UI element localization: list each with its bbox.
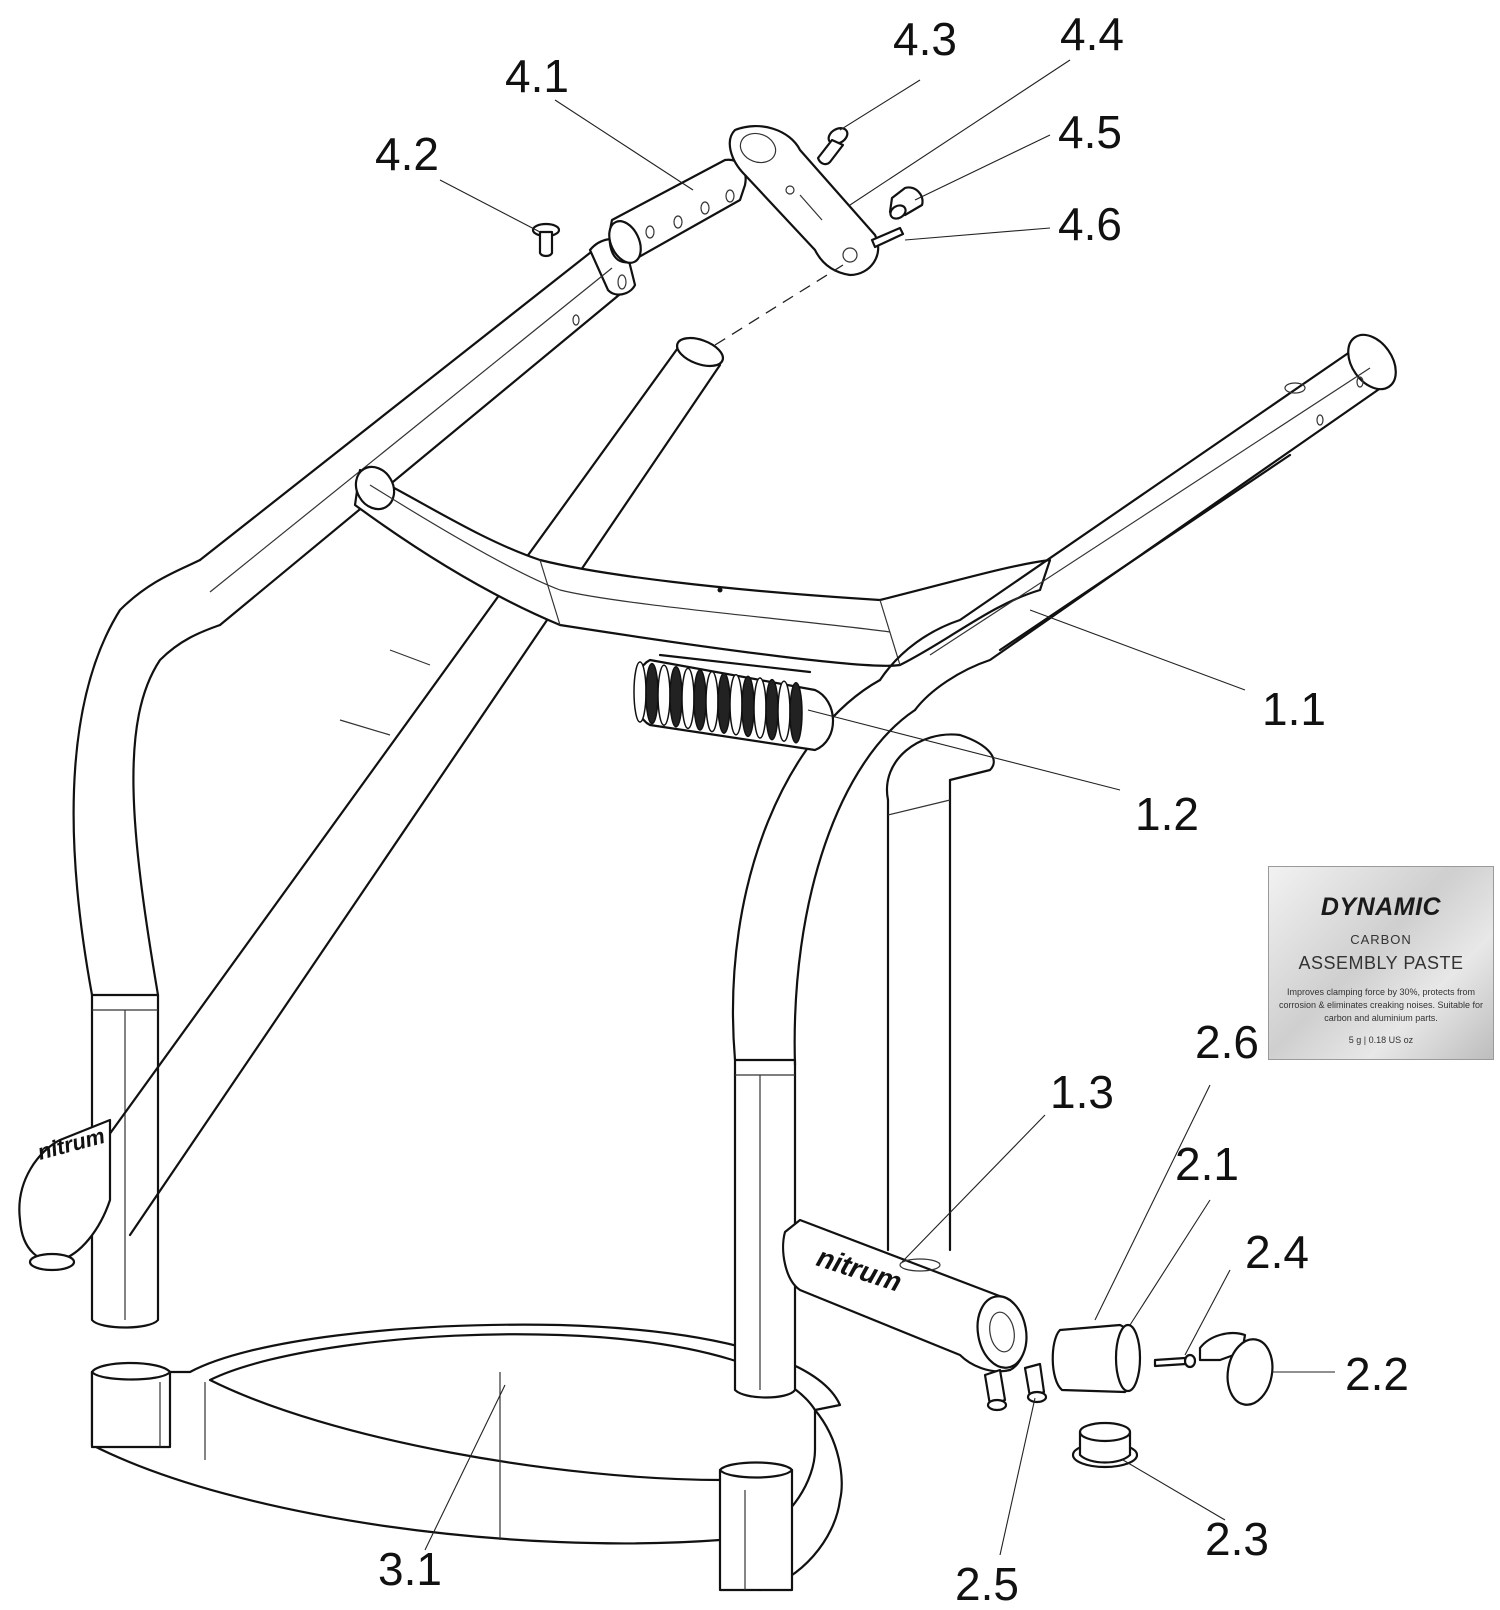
armpad-rib	[753, 677, 767, 739]
right-extension-bar	[878, 333, 1397, 712]
armpad-rib	[765, 678, 779, 741]
part-label-1-3: 1.3	[1050, 1066, 1114, 1118]
part-label-2-6: 2.6	[1195, 1016, 1259, 1068]
part-label-4-5: 4.5	[1058, 106, 1122, 158]
armpad-rib	[789, 682, 803, 744]
armpad-rib	[729, 674, 743, 736]
part-label-4-3: 4.3	[893, 13, 957, 65]
part-label-2-2: 2.2	[1345, 1348, 1409, 1400]
right-extender-part: nitrum	[782, 1218, 1028, 1373]
part-label-3-1: 3.1	[378, 1543, 442, 1595]
sachet-brand-logo: DYNAMIC	[1320, 893, 1442, 921]
armpad-rib	[645, 662, 659, 725]
assembly-paste-sachet: DYNAMIC CARBON ASSEMBLY PASTE Improves c…	[1268, 866, 1494, 1060]
part-label-4-6: 4.6	[1058, 198, 1122, 250]
armpad-rib	[693, 669, 707, 731]
sachet-title: ASSEMBLY PASTE	[1298, 953, 1464, 973]
part-label-4-4: 4.4	[1060, 8, 1124, 60]
end-cap-assembly	[983, 1323, 1274, 1469]
part-label-1-1: 1.1	[1262, 683, 1326, 735]
part-label-1-2: 1.2	[1135, 788, 1199, 840]
base-bridge-part	[90, 1323, 843, 1592]
right-riser-tubes	[731, 678, 995, 1399]
armpad-rib	[633, 661, 647, 723]
alignment-line	[714, 264, 844, 346]
part-label-4-1: 4.1	[505, 50, 569, 102]
armpad-rib	[705, 670, 719, 733]
armpad-rib	[717, 672, 731, 734]
sachet-subtitle: CARBON	[1350, 932, 1412, 947]
part-label-4-2: 4.2	[375, 128, 439, 180]
inner-extension-tube	[78, 336, 725, 1237]
armpad-part	[633, 653, 835, 752]
sachet-description: Improves clamping force by 30%, protects…	[1278, 987, 1484, 1023]
part-label-2-4: 2.4	[1245, 1226, 1309, 1278]
leader-lines	[424, 59, 1335, 1556]
basebar-part	[353, 465, 1052, 667]
left-riser-tube	[72, 558, 222, 1329]
sachet-weight: 5 g | 0.18 US oz	[1348, 1035, 1414, 1045]
armpad-rib	[657, 664, 671, 726]
part-label-2-3: 2.3	[1205, 1513, 1269, 1565]
armpad-rib	[777, 680, 791, 742]
bracket-assembly	[531, 125, 924, 277]
armpad-rib	[669, 666, 683, 728]
armpad-rib	[741, 675, 755, 738]
armpad-rib	[681, 667, 695, 730]
part-labels: 4.1 4.2 4.3 4.4 4.5 4.6 1.1 1.2 1.3 2.1 2.2 2.3 2.4 2…	[375, 8, 1409, 1610]
part-label-2-1: 2.1	[1175, 1138, 1239, 1190]
part-label-2-5: 2.5	[955, 1558, 1019, 1610]
